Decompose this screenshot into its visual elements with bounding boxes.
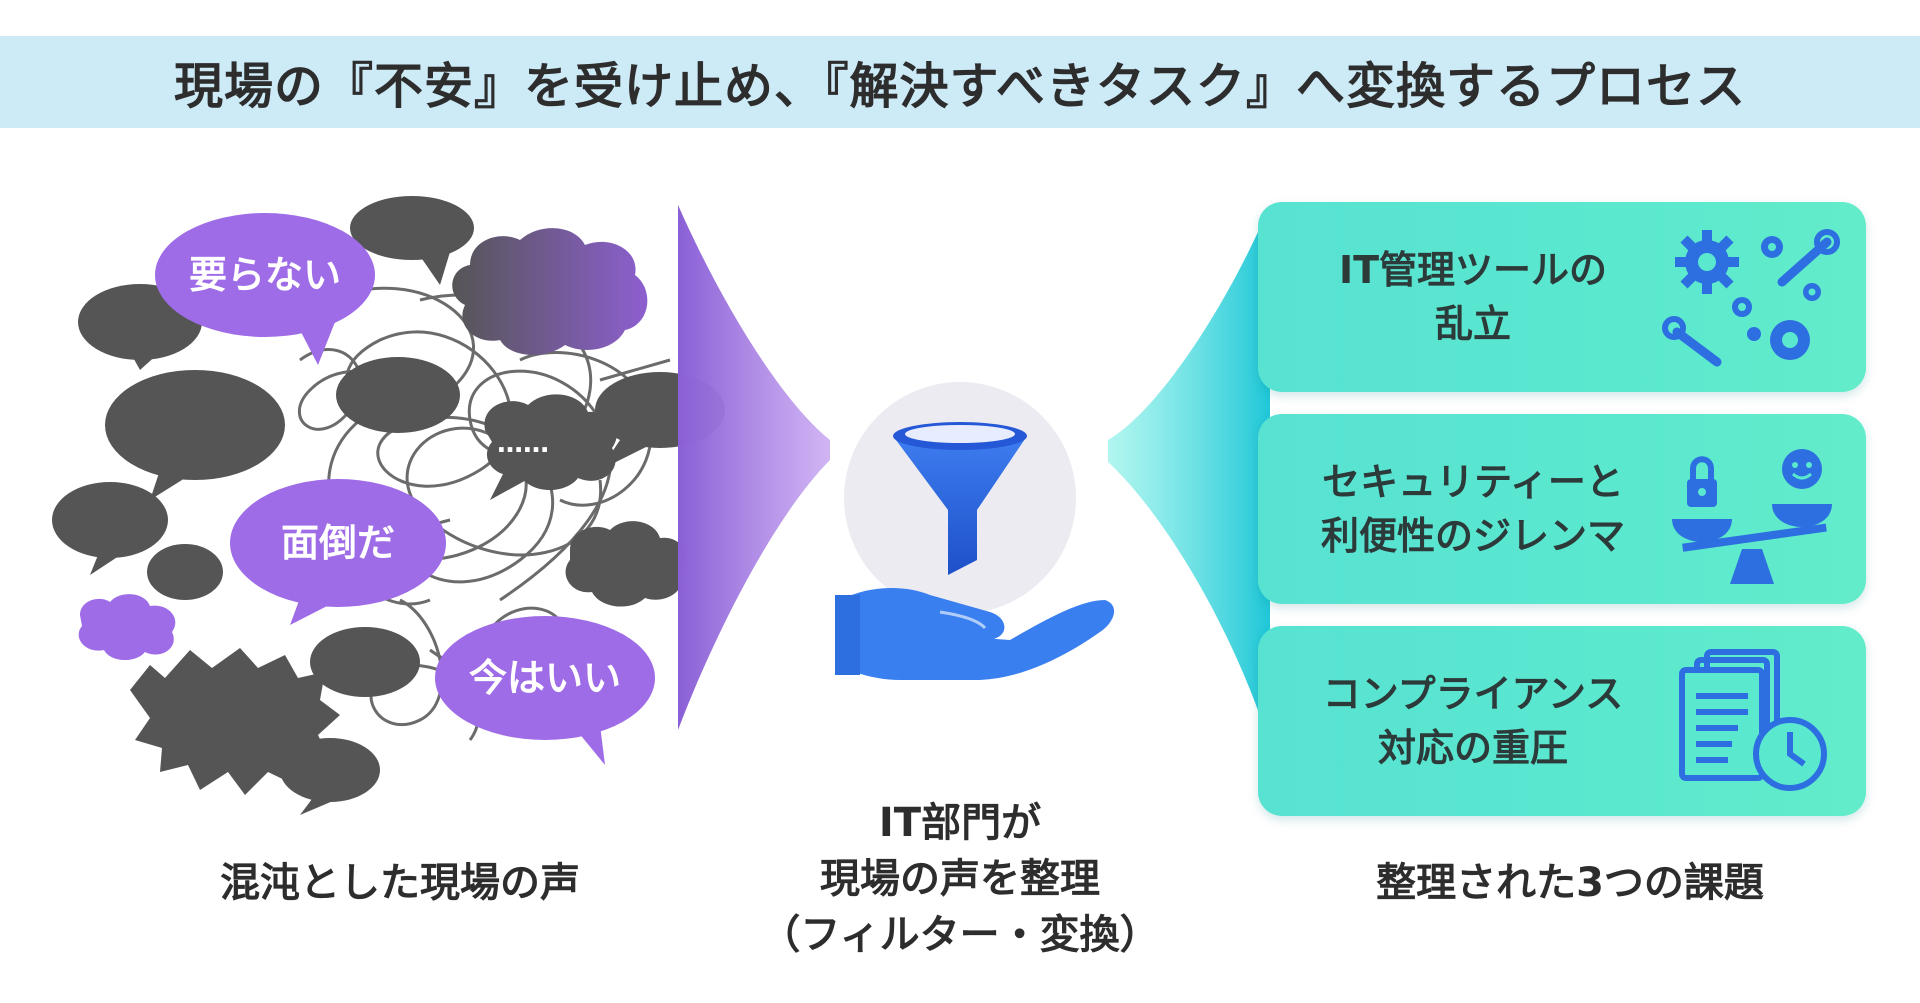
svg-text:今はいい: 今はいい (469, 656, 621, 700)
center-caption-line-2: 現場の声を整理 (820, 856, 1100, 902)
bubble-iranai: 要らない (155, 213, 375, 365)
spiky-bubble (130, 648, 340, 795)
title-banner: 現場の『不安』を受け止め、『解決すべきタスク』へ変換するプロセス (0, 36, 1920, 128)
small-purple-cloud (78, 594, 176, 661)
task-card-security-dilemma: セキュリティーと 利便性のジレンマ (1258, 414, 1866, 604)
chaotic-voices-cluster: …… 要らない 面倒だ 今はいい (52, 196, 725, 815)
open-hand-icon (835, 588, 1115, 680)
card-text: コンプライアンス 対応の重圧 (1322, 672, 1624, 770)
right-caption: 整理された3つの課題 (1376, 860, 1764, 906)
left-caption: 混沌とした現場の声 (220, 860, 580, 906)
card-text: セキュリティーと 利便性のジレンマ (1320, 460, 1625, 558)
svg-text:要らない: 要らない (189, 253, 341, 297)
bubble-imawaii: 今はいい (435, 616, 655, 765)
bubble-mendouda: 面倒だ (230, 479, 446, 625)
purple-input-fan (678, 205, 830, 730)
task-card-compliance-pressure: コンプライアンス 対応の重圧 (1258, 626, 1866, 816)
gray-bubbles (52, 196, 725, 815)
balance-scale-icon (1672, 449, 1832, 584)
gears-wrench-icon (1662, 229, 1840, 367)
bubble-ellipsis: …… (497, 429, 549, 459)
documents-clock-icon (1679, 649, 1827, 791)
cloud-bubble (452, 228, 648, 356)
center-caption-line-1: IT部門が (878, 800, 1042, 846)
filter-funnel-icon (844, 382, 1076, 614)
center-caption-line-3: （フィルター・変換） (760, 912, 1160, 958)
center-caption: IT部門が 現場の声を整理 （フィルター・変換） (740, 795, 1180, 963)
page-title: 現場の『不安』を受け止め、『解決すべきタスク』へ変換するプロセス (173, 57, 1747, 115)
teal-output-fan (1108, 205, 1270, 745)
svg-text:面倒だ: 面倒だ (281, 521, 395, 565)
task-card-tool-sprawl: IT管理ツールの 乱立 (1258, 202, 1866, 392)
card-text: IT管理ツールの 乱立 (1338, 248, 1608, 346)
